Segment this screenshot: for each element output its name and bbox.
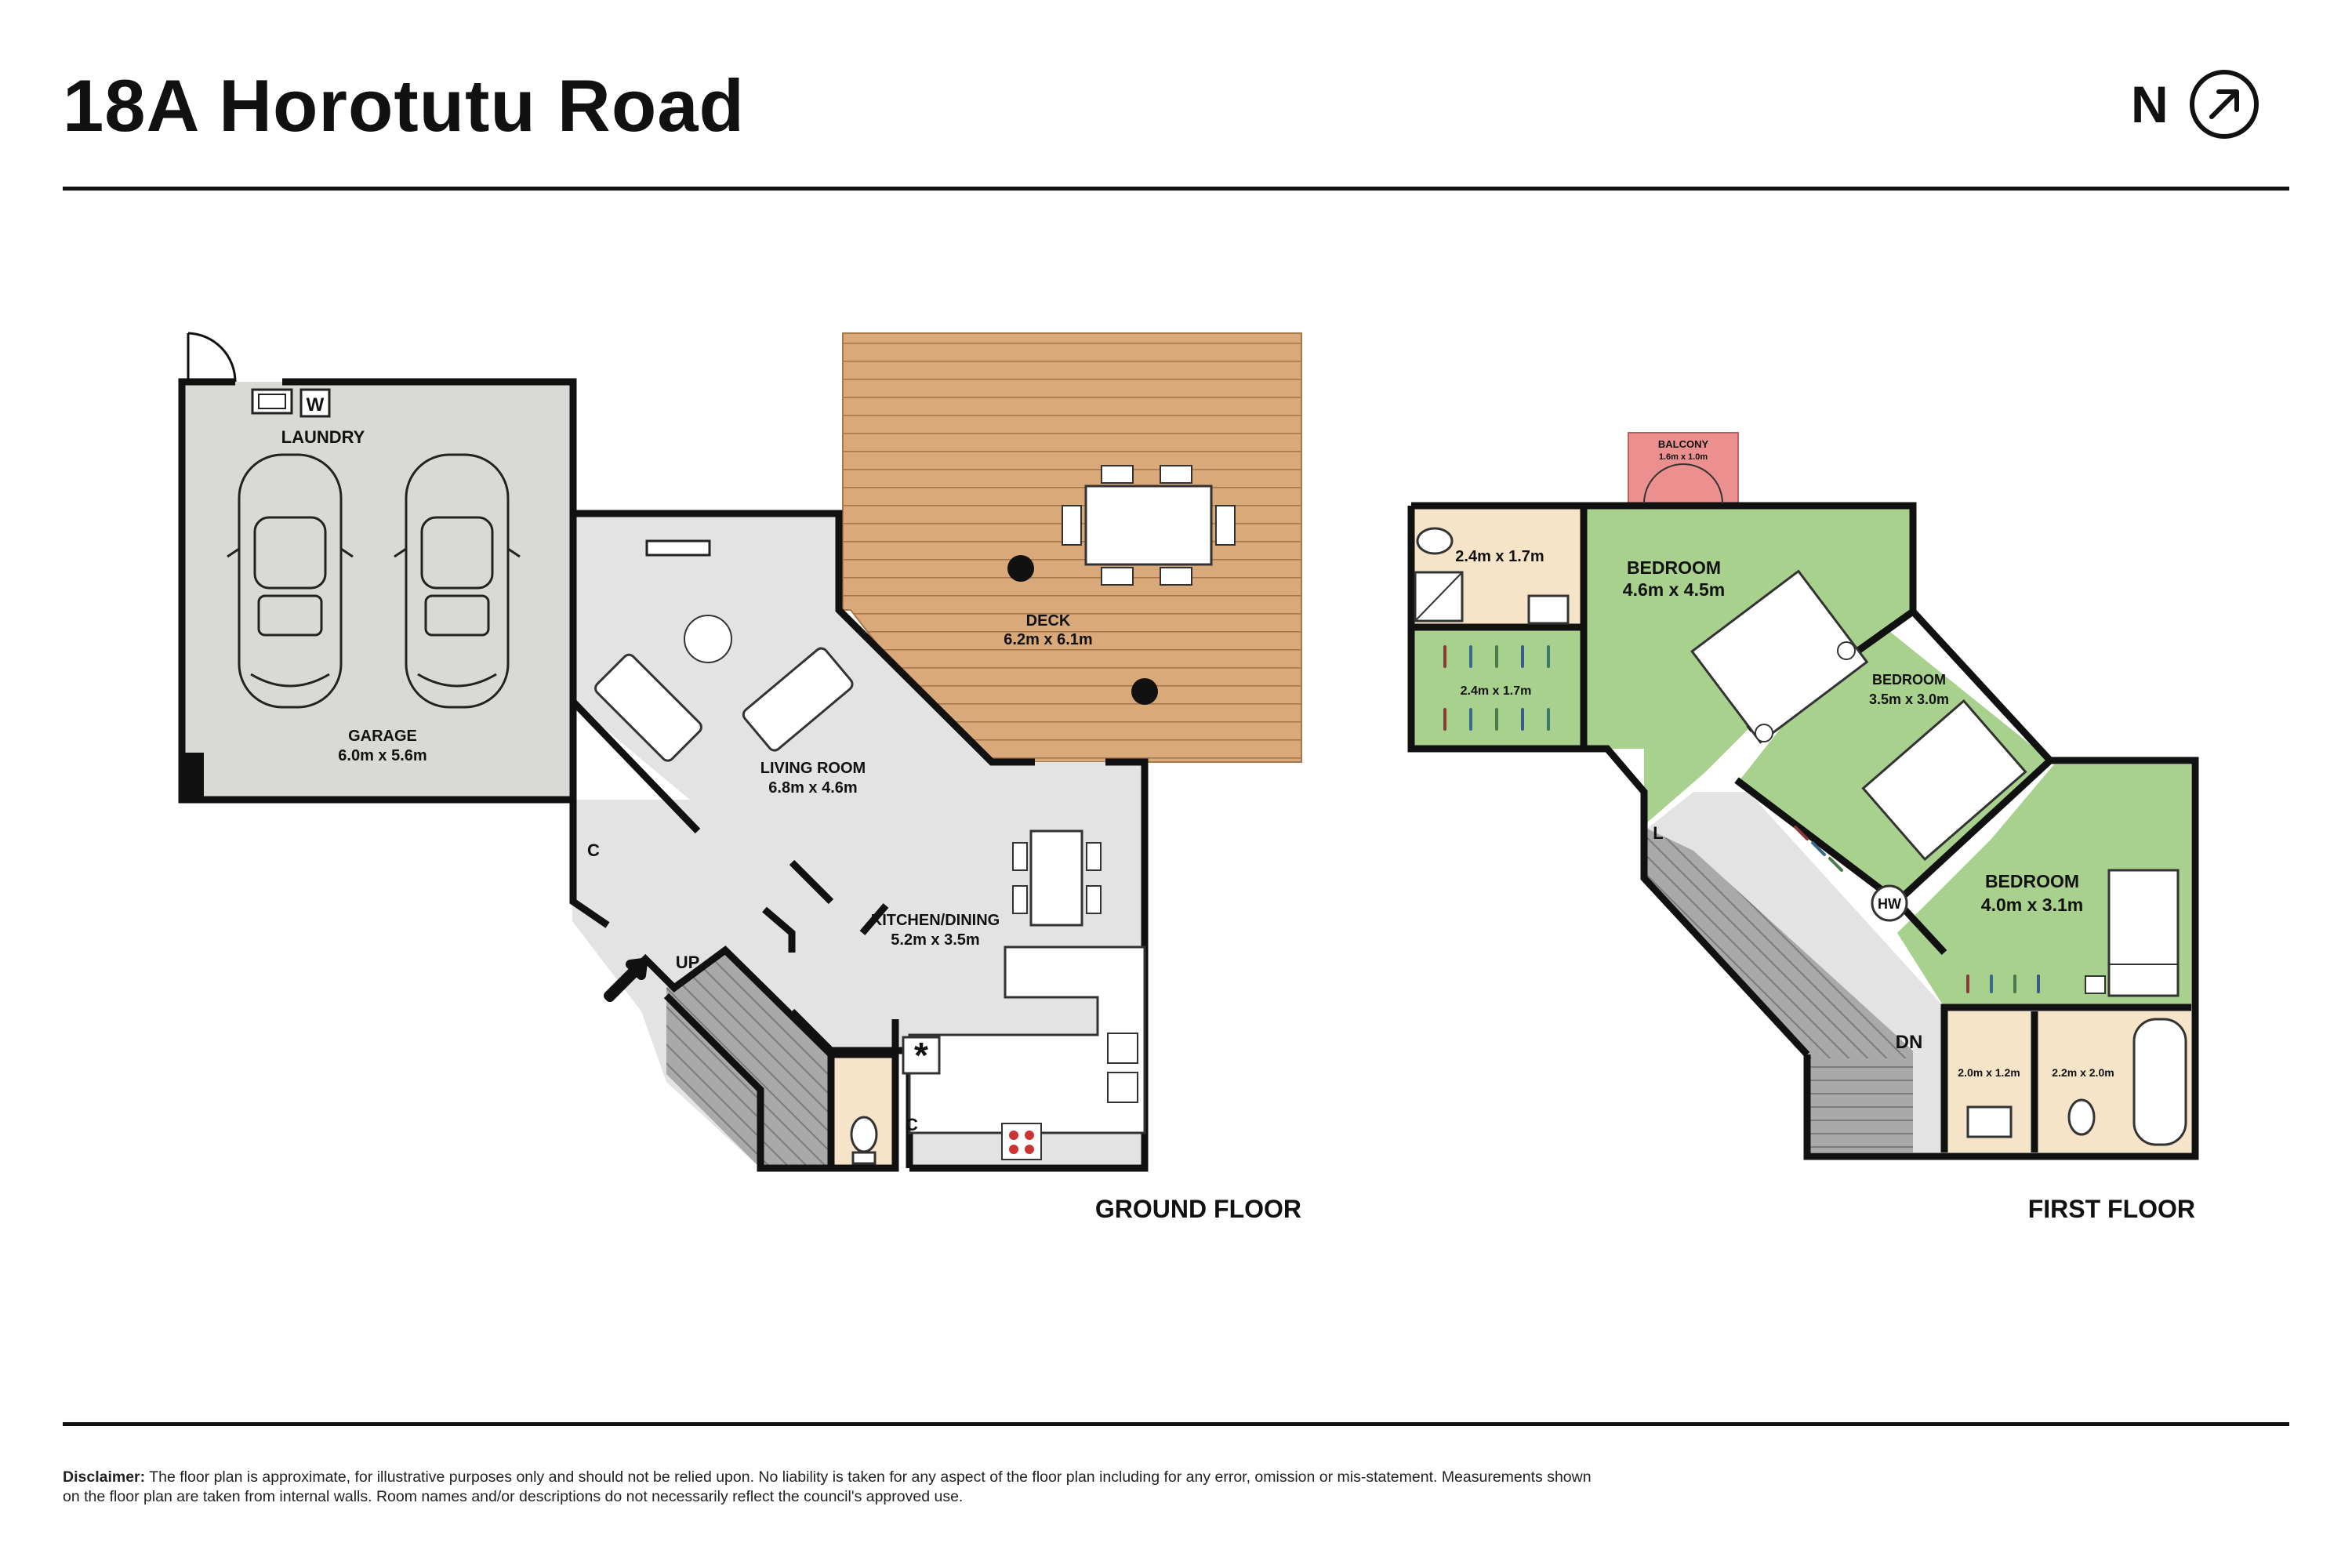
bed-icon	[1861, 699, 2027, 862]
living-table-icon	[684, 615, 732, 663]
disclaimer-label: Disclaimer:	[63, 1468, 146, 1486]
washer-label: W	[307, 394, 325, 416]
toilet-size: 2.2m x 2.0m	[2052, 1066, 2114, 1079]
ground-wc	[831, 1054, 895, 1168]
vanity-icon	[1527, 594, 1570, 625]
bedroom-1-label: BEDROOM	[1627, 557, 1721, 578]
stairs-up-label: UP	[676, 953, 700, 972]
deck-label: DECK	[1026, 612, 1071, 630]
deck-table-icon	[1062, 465, 1236, 586]
deck-post-icon	[1131, 678, 1158, 705]
kitchen-sink-icon	[1107, 1072, 1138, 1103]
vanity-icon	[1966, 1105, 2013, 1138]
ground-floor-plan: W	[178, 332, 1302, 1223]
fireplace-icon	[645, 539, 711, 557]
toilet-icon	[1416, 527, 1454, 555]
wardrobe-hangers-icon	[1443, 645, 1550, 731]
washer-box	[299, 388, 331, 418]
north-label: N	[2131, 75, 2169, 133]
kitchen-bench	[908, 946, 1146, 1134]
bedside-table-icon	[2085, 975, 2106, 994]
svg-text:*: *	[914, 1035, 928, 1076]
kitchen-size: 5.2m x 3.5m	[891, 931, 979, 949]
garage-label: GARAGE	[348, 728, 417, 745]
shower-icon	[1414, 571, 1464, 622]
bed-icon	[1690, 569, 1869, 744]
balcony-area	[1628, 432, 1739, 504]
deck-post-icon	[1007, 555, 1034, 582]
living-room-size: 6.8m x 4.6m	[768, 779, 857, 797]
bed-icon	[2107, 869, 2180, 997]
first-floor-plan: BALCONY 1.6m x 1.0m 2.4m x 1.7m 2.4m x 1…	[1407, 432, 2199, 1223]
garage-column	[182, 753, 204, 800]
balcony-size: 1.6m x 1.0m	[1659, 452, 1708, 462]
disclaimer-text: The floor plan is approximate, for illus…	[63, 1468, 1592, 1505]
header-divider	[63, 187, 2289, 191]
bathroom-size: 2.0m x 1.2m	[1958, 1066, 2020, 1079]
garage-car-icon	[394, 453, 521, 709]
stairs-down-label: DN	[1896, 1032, 1923, 1053]
garage-size: 6.0m x 5.6m	[338, 747, 426, 764]
living-room-label: LIVING ROOM	[760, 760, 866, 777]
page-title: 18A Horotutu Road	[63, 64, 745, 147]
ground-floor-label: GROUND FLOOR	[1095, 1195, 1301, 1223]
sofa-icon	[594, 653, 702, 762]
wardrobe-size: 2.4m x 1.7m	[1461, 684, 1532, 698]
ground-stairs	[666, 950, 831, 1168]
first-stairs-landing	[1807, 1058, 1913, 1152]
bedroom-2-size: 3.5m x 3.0m	[1869, 691, 1949, 707]
kitchen-sink-icon	[1107, 1033, 1138, 1064]
toilet-icon	[2067, 1098, 2096, 1136]
deck-size: 6.2m x 6.1m	[1004, 631, 1092, 648]
laundry-label: LAUNDRY	[281, 427, 365, 447]
ensuite-size: 2.4m x 1.7m	[1455, 548, 1544, 565]
bedroom-3-label: BEDROOM	[1985, 871, 2079, 891]
laundry-sink-icon	[251, 388, 293, 415]
balcony-label: BALCONY	[1658, 438, 1709, 450]
footer-divider	[63, 1422, 2289, 1426]
cupboard-label: C	[906, 1115, 918, 1134]
sofa-icon	[742, 647, 854, 752]
disclaimer: Disclaimer: The floor plan is approximat…	[63, 1468, 1599, 1507]
first-floor-label: FIRST FLOOR	[2028, 1195, 2195, 1223]
north-arrow-icon	[2189, 70, 2259, 139]
hot-water-icon	[1871, 884, 1908, 922]
linen-label: L	[1653, 823, 1663, 843]
cooktop-icon	[1001, 1123, 1042, 1160]
garage-car-icon	[227, 453, 354, 709]
laundry-door-icon	[187, 332, 237, 383]
bedroom-3-size: 4.0m x 3.1m	[1981, 895, 2083, 915]
bedroom-2-label: BEDROOM	[1872, 672, 1946, 688]
dining-table-icon	[1012, 829, 1102, 927]
north-indicator: N	[2131, 69, 2259, 140]
fridge-icon: *	[902, 1035, 941, 1076]
balcony-door-icon	[1643, 463, 1723, 504]
hot-water-label: HW	[1878, 896, 1901, 912]
bedroom-1-size: 4.6m x 4.5m	[1623, 579, 1725, 600]
cupboard-label: C	[587, 840, 600, 860]
bathtub-icon	[2132, 1018, 2187, 1146]
entry-arrow-icon	[604, 958, 648, 1002]
wardrobe-hangers-icon	[1794, 826, 1843, 872]
kitchen-label: KITCHEN/DINING	[871, 912, 1000, 929]
wardrobe-hangers-icon	[1966, 975, 2040, 993]
